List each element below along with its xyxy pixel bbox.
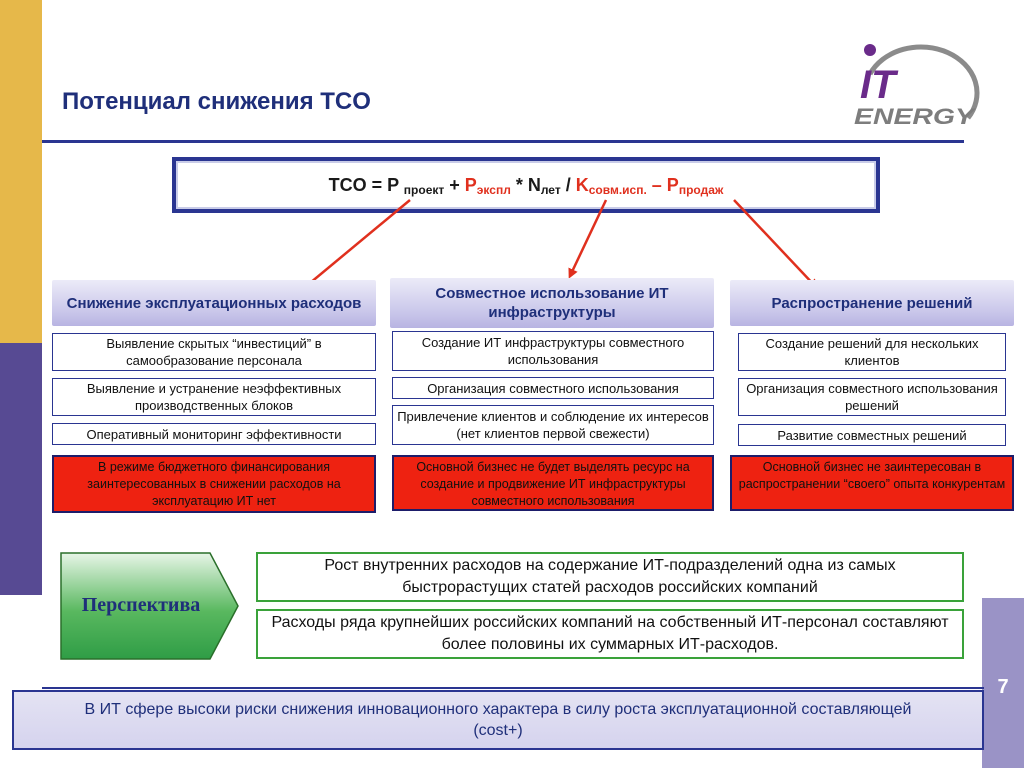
perspective-chevron xyxy=(60,552,239,660)
column-2-item-2: Организация совместного использования xyxy=(392,377,714,399)
perspective-item-1: Рост внутренних расходов на содержание И… xyxy=(256,552,964,602)
it-energy-logo: IT ENERGY xyxy=(854,44,980,129)
decor-bar-right xyxy=(982,598,1024,768)
title-divider xyxy=(42,140,964,143)
column-2-item-3: Привлечение клиентов и соблюдение их инт… xyxy=(392,405,714,445)
column-2-item-1: Создание ИТ инфраструктуры совместного и… xyxy=(392,331,714,371)
column-1-header: Снижение эксплуатационных расходов xyxy=(52,280,376,326)
column-3-header: Распространение решений xyxy=(730,280,1014,326)
tco-formula: TCO = P проект + Pэкспл * Nлет / Kсовм.и… xyxy=(172,157,880,213)
bottom-divider xyxy=(42,687,984,689)
decor-bar-purple xyxy=(0,343,42,595)
column-3-item-1: Создание решений для нескольких клиентов xyxy=(738,333,1006,371)
decor-bar-gold xyxy=(0,0,42,343)
column-2-header: Совместное использование ИТ инфраструкту… xyxy=(390,278,714,328)
column-3-item-3: Развитие совместных решений xyxy=(738,424,1006,446)
column-1-item-2: Выявление и устранение неэффективных про… xyxy=(52,378,376,416)
svg-text:ENERGY: ENERGY xyxy=(854,104,977,129)
svg-text:IT: IT xyxy=(860,63,899,107)
column-2-risk: Основной бизнес не будет выделять ресурс… xyxy=(392,455,714,511)
column-1-risk: В режиме бюджетного финансирования заинт… xyxy=(52,455,376,513)
slide-number: 7 xyxy=(997,676,1009,698)
arrow-to-column-2 xyxy=(568,199,608,279)
column-1-item-3: Оперативный мониторинг эффективности xyxy=(52,423,376,445)
conclusion-box: В ИТ сфере высоки риски снижения инновац… xyxy=(12,690,984,750)
column-3-risk: Основной бизнес не заинтересован в распр… xyxy=(730,455,1014,511)
column-1-item-1: Выявление скрытых “инвестиций” в самообр… xyxy=(52,333,376,371)
perspective-item-2: Расходы ряда крупнейших российских компа… xyxy=(256,609,964,659)
arrow-to-column-3 xyxy=(733,199,819,290)
perspective-label: Перспектива xyxy=(81,594,201,616)
column-3-item-2: Организация совместного использования ре… xyxy=(738,378,1006,416)
page-title: Потенциал снижения TCO xyxy=(62,88,371,115)
arrow-to-column-1 xyxy=(295,199,411,295)
